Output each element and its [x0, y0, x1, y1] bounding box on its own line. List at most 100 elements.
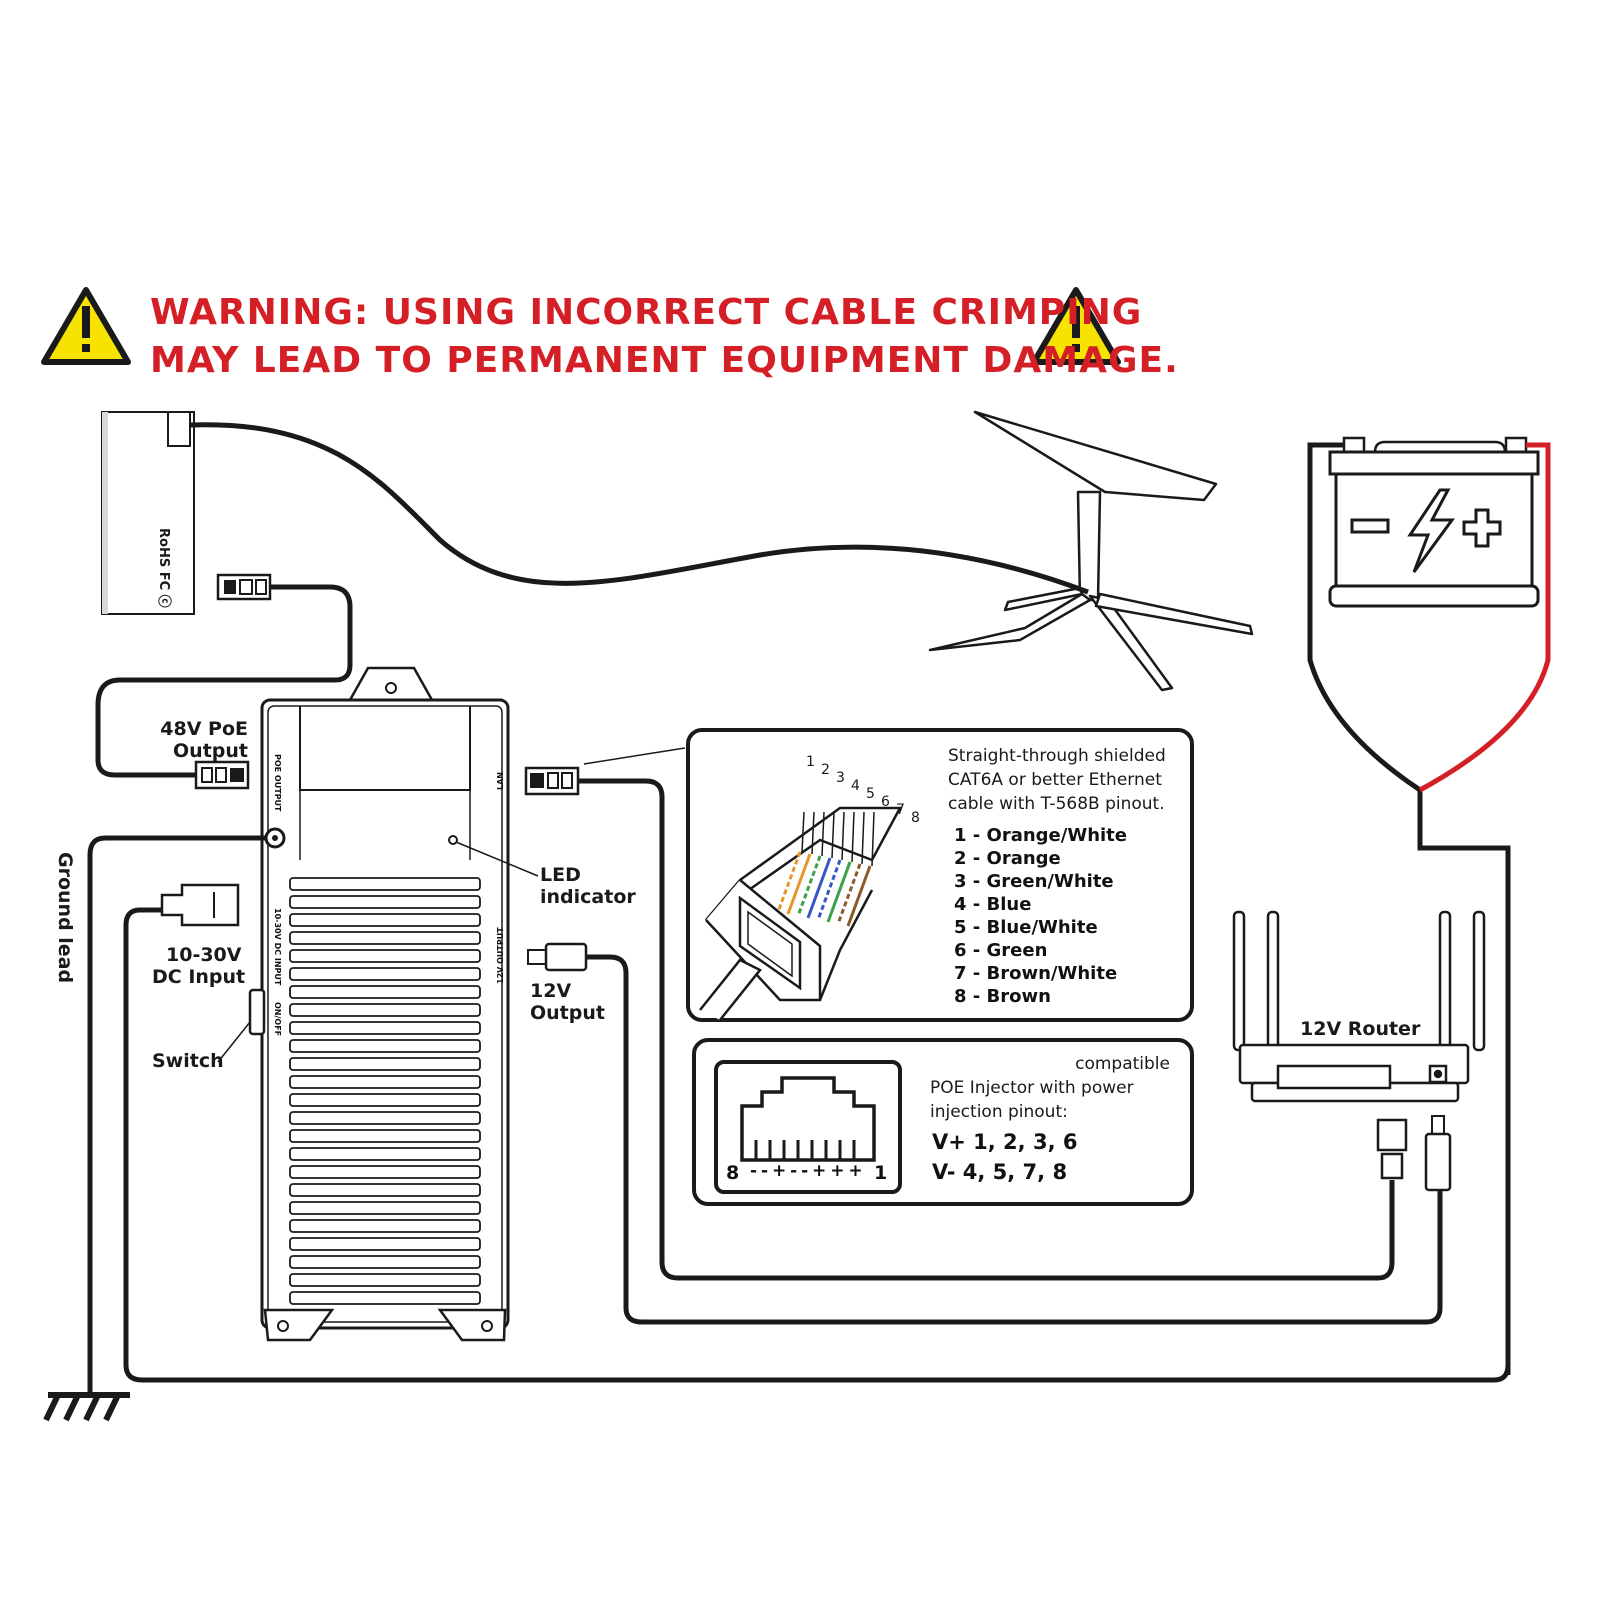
heat-sink-fin [289, 1201, 481, 1215]
marking-lan: LAN [496, 772, 505, 790]
pin-number-label: 4 [851, 778, 860, 794]
heat-sink-fin [289, 931, 481, 945]
led-indicator-label: LED indicator [540, 864, 636, 908]
pin-item: 7 - Brown/White [954, 963, 1118, 984]
rj45-jack-icon [714, 1060, 902, 1194]
heat-sink-fin [289, 1129, 481, 1143]
pin-number-label: 3 [836, 770, 845, 786]
dc-output-cable [586, 954, 1443, 1325]
warning-triangle-icon [41, 287, 131, 365]
pin-item: 8 - Brown [954, 986, 1051, 1007]
heat-sink-fin [289, 1093, 481, 1107]
battery-icon [1328, 436, 1540, 608]
rj45-plug-icon [524, 766, 580, 796]
router-rj45-plug-icon [1376, 1118, 1408, 1180]
heat-sink-fin [289, 1255, 481, 1269]
pin-item: 1 - Orange/White [954, 825, 1127, 846]
contact-pin [851, 811, 855, 863]
v-plus-pins: V+ 1, 2, 3, 6 [932, 1130, 1078, 1154]
wire-strand [806, 857, 832, 919]
contact-pin [831, 811, 835, 859]
heat-sink-fin [289, 1111, 481, 1125]
marking-12v-output: 12V OUTPUT [496, 927, 505, 984]
v-minus-pins: V- 4, 5, 7, 8 [932, 1160, 1068, 1184]
heat-sink-fin [289, 913, 481, 927]
pin-number-label: 8 [911, 810, 920, 826]
rj45-connector-illustration [699, 806, 903, 1021]
pin-item: 2 - Orange [954, 848, 1061, 869]
compat-description: compatible POE Injector with power injec… [930, 1054, 1170, 1122]
dc-input-cable [123, 907, 1511, 1383]
marking-dc-input: 10-30V DC INPUT [273, 908, 282, 986]
svg-text:RoHS FC ⓒ: RoHS FC ⓒ [156, 528, 172, 608]
jack-pin-1-label: 1 [874, 1162, 888, 1184]
pinout-description: Straight-through shielded CAT6A or bette… [948, 746, 1166, 814]
rj45-plug-icon [194, 760, 250, 790]
wire-strand [776, 851, 802, 913]
marking-on-off: ON/OFF [273, 1002, 282, 1037]
pin-item: 3 - Green/White [954, 871, 1114, 892]
pin-number-label: 6 [881, 794, 890, 810]
dc-input-connector-icon [160, 883, 240, 927]
switch-label: Switch [152, 1050, 224, 1072]
rj45-plug-icon [216, 573, 272, 601]
heat-sink-fin [289, 1039, 481, 1053]
heat-sink-fin [289, 967, 481, 981]
heat-sink-fin [289, 1057, 481, 1071]
contact-pin [861, 811, 865, 865]
power-supply-box: RoHS FC ⓒ [101, 411, 195, 615]
switch-leader [217, 1021, 251, 1063]
pin-number-label: 7 [896, 802, 905, 818]
poe-output-cable [95, 584, 353, 778]
wire-strand [836, 863, 862, 925]
battery-negative-wire [1307, 442, 1511, 1375]
jack-pin-8-label: 8 [726, 1162, 740, 1184]
pin-number-label: 2 [821, 762, 830, 778]
heat-sink-fin [289, 1273, 481, 1287]
heat-sink-fin [289, 1219, 481, 1233]
wire-strand [846, 865, 872, 927]
heat-sink-fin [289, 877, 481, 891]
contact-pin [821, 811, 825, 857]
heat-sink-fin [289, 1147, 481, 1161]
ground-lead-label: Ground lead [54, 852, 76, 984]
pin-number-label: 1 [806, 754, 815, 770]
dc-barrel-plug-icon [527, 942, 588, 972]
pin-list: 1 - Orange/White 2 - Orange 3 - Green/Wh… [954, 824, 1127, 1008]
pin-item: 5 - Blue/White [954, 917, 1098, 938]
marking-poe-output: POE OUTPUT [273, 754, 282, 812]
led-leader [455, 841, 539, 877]
heat-sink-fins [289, 877, 481, 1305]
poe-output-label: 48V PoE Output [160, 718, 248, 762]
heat-sink-fin [289, 949, 481, 963]
lan-cable [578, 778, 1395, 1281]
router-label: 12V Router [1300, 1018, 1421, 1040]
heat-sink-fin [289, 895, 481, 909]
dc-input-label: 10-30V DC Input [152, 944, 246, 988]
router-dc-plug-icon [1424, 1115, 1452, 1192]
battery-positive-wire [1418, 442, 1551, 793]
contact-pin [801, 811, 805, 853]
ground-lead-wire [87, 835, 266, 1395]
heat-sink-fin [289, 1183, 481, 1197]
wire-strand [826, 861, 852, 923]
warning-line-1: WARNING: USING INCORRECT CABLE CRIMPING [150, 292, 1143, 333]
wire-strand [786, 853, 812, 915]
heat-sink-fin [289, 1021, 481, 1035]
wire-strand [796, 855, 822, 917]
poe-injector [248, 666, 510, 1342]
ground-symbol-icon [43, 1392, 130, 1422]
pin-item: 4 - Blue [954, 894, 1032, 915]
satellite-dish [928, 410, 1254, 692]
heat-sink-fin [289, 1291, 481, 1305]
pin-item: 6 - Green [954, 940, 1048, 961]
heat-sink-fin [289, 1075, 481, 1089]
wire-strand [816, 859, 842, 921]
contact-pin [871, 811, 875, 867]
warning-triangle-icon [1031, 287, 1121, 365]
warning-line-2: MAY LEAD TO PERMANENT EQUIPMENT DAMAGE. [150, 340, 1179, 381]
router-icon [1232, 910, 1486, 1103]
jack-polarity-signs: - - + - - + + + [750, 1161, 863, 1181]
dish-cable [189, 422, 1089, 595]
heat-sink-fin [289, 1237, 481, 1251]
